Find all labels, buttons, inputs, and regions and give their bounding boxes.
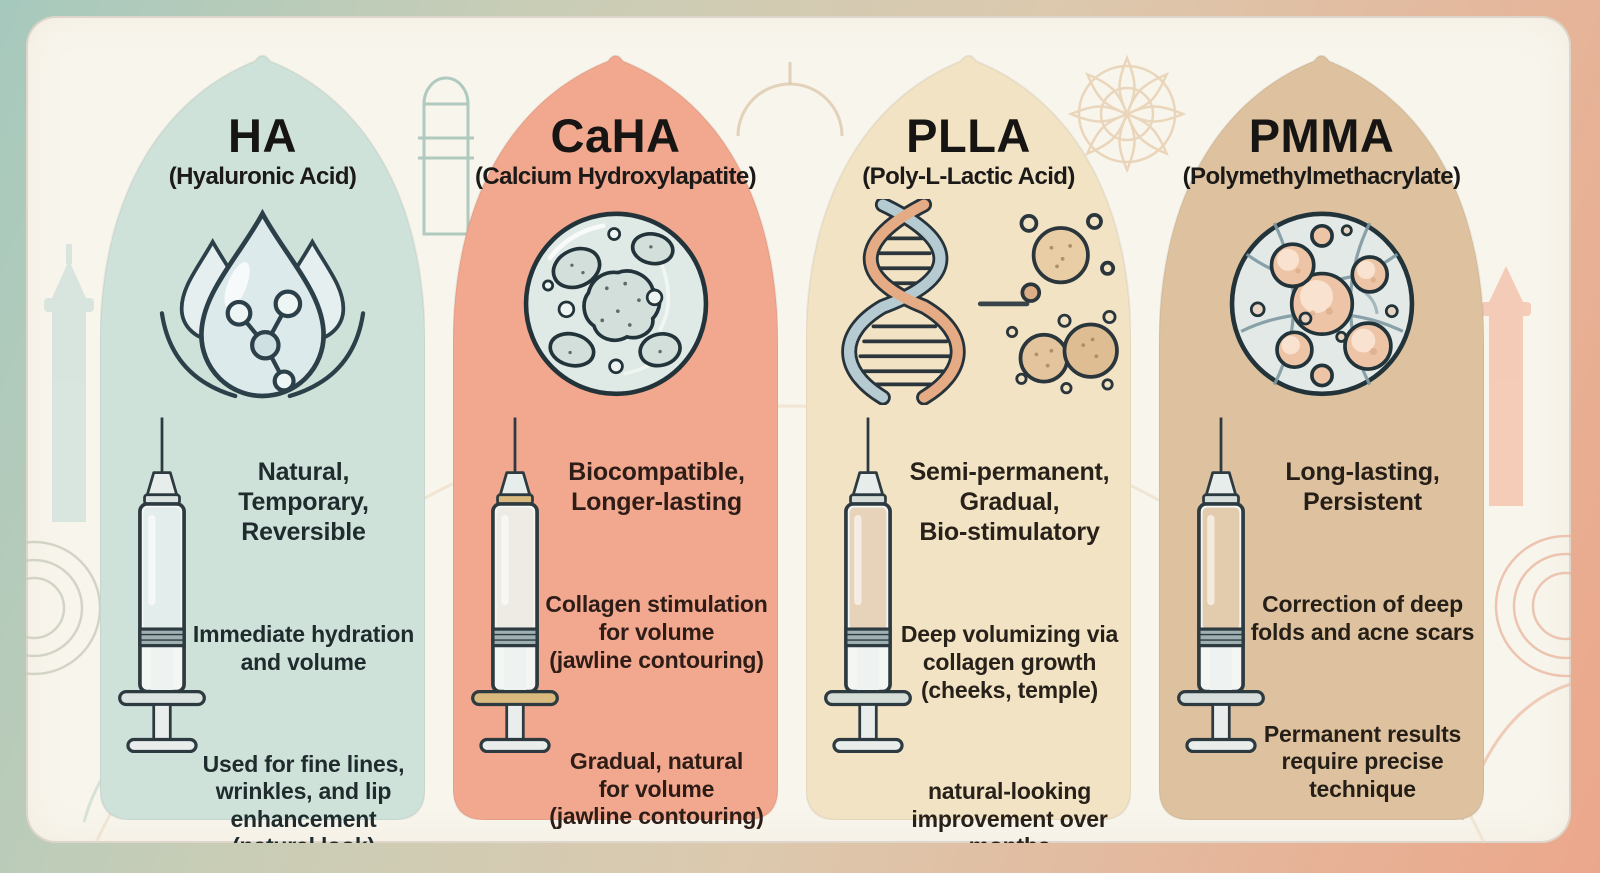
usage-text: Permanent results require precise techni… [1263, 720, 1462, 802]
mechanism-text: Correction of deep folds and acne scars [1250, 591, 1475, 645]
divider [1319, 553, 1407, 555]
divider [260, 583, 348, 585]
column-text-stack: Semi-permanent, Gradual, Bio-stimulatory… [892, 439, 1127, 843]
divider [966, 740, 1054, 742]
column-plla: PLLA (Poly-L-Lactic Acid) [806, 55, 1131, 843]
usage-text: Gradual, natural for volume (jawline con… [549, 748, 764, 830]
mechanism-text: Deep volumizing via collagen growth (che… [900, 621, 1119, 703]
traits-text: Biocompatible, Longer-lasting [568, 458, 745, 517]
filler-columns: HA (Hyaluronic Acid) [100, 55, 1484, 843]
mechanism-text: Immediate hydration and volume [192, 621, 415, 675]
filler-abbr: PLLA [906, 109, 1031, 162]
top-mandala-icon [1067, 54, 1187, 174]
filler-full-name: (Hyaluronic Acid) [168, 163, 357, 191]
column-text-stack: Biocompatible, Longer-lasting Collagen s… [539, 439, 774, 843]
column-ha: HA (Hyaluronic Acid) [100, 55, 425, 843]
infographic-card: HA (Hyaluronic Acid) [26, 16, 1571, 843]
right-minaret-icon [1481, 266, 1531, 506]
filler-full-name: (Poly-L-Lactic Acid) [862, 163, 1075, 191]
left-mandala-icon [26, 540, 102, 676]
traits-text: Long-lasting, Persistent [1285, 458, 1440, 517]
divider [966, 583, 1054, 585]
filler-abbr: PMMA [1248, 109, 1395, 162]
column-caha: CaHA (Calcium Hydroxylapatite) [453, 55, 778, 829]
column-text-stack: Long-lasting, Persistent Correction of d… [1245, 439, 1480, 821]
usage-text: natural-looking improvement over months [911, 778, 1108, 843]
divider [613, 553, 701, 555]
divider [1319, 683, 1407, 685]
background-architecture-decoration [26, 54, 1571, 843]
traits-text: Semi-permanent, Gradual, Bio-stimulatory [909, 458, 1110, 547]
water-drops-molecule-icon [100, 201, 425, 403]
filler-full-name: (Calcium Hydroxylapatite) [474, 163, 757, 191]
filler-full-name: (Polymethylmethacrylate) [1182, 163, 1461, 191]
column-pmma: PMMA (Polymethylmethacrylate) [1159, 55, 1484, 820]
filler-abbr: HA [228, 109, 297, 162]
right-mandala-icon [1494, 534, 1571, 678]
column-text-stack: Natural, Temporary, Reversible Immediate… [186, 439, 421, 843]
mechanism-text: Collagen stimulation for volume (jawline… [545, 591, 768, 673]
dna-helix-particles-icon [806, 199, 1131, 406]
filler-abbr: CaHA [550, 109, 681, 162]
left-minaret-icon [44, 244, 94, 522]
microsphere-gel-icon [453, 201, 778, 403]
traits-text: Natural, Temporary, Reversible [238, 458, 369, 547]
usage-text: Used for fine lines, wrinkles, and lip e… [202, 750, 405, 843]
pmma-microspheres-icon [1159, 201, 1484, 403]
divider [613, 710, 701, 712]
divider [260, 713, 348, 715]
minaret-outline-icon [418, 76, 474, 236]
